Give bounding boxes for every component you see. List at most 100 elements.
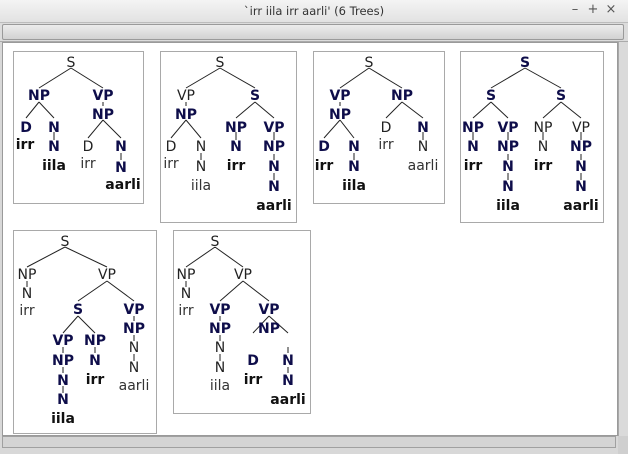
tree-node-label: N bbox=[129, 340, 139, 356]
tree-word: irr bbox=[378, 137, 393, 153]
tree-word: irr bbox=[80, 156, 95, 172]
toolbar-pane[interactable] bbox=[2, 24, 624, 40]
tree-node-label: N bbox=[348, 159, 360, 175]
tree-node-label: NP bbox=[329, 107, 351, 123]
tree-node-label: N bbox=[181, 286, 191, 302]
tree-node-label: N bbox=[22, 286, 32, 302]
tree-node-label: S bbox=[365, 55, 374, 71]
tree-node-label: N bbox=[502, 159, 514, 175]
tree-frame bbox=[173, 230, 311, 414]
tree-word: irr bbox=[315, 158, 334, 174]
tree-node-label: VP bbox=[98, 267, 116, 283]
tree-node-label: NP bbox=[258, 321, 280, 337]
tree-node-label: NP bbox=[391, 88, 413, 104]
tree-word: irr bbox=[86, 372, 105, 388]
close-button[interactable]: × bbox=[605, 2, 617, 17]
horizontal-scrollbar[interactable] bbox=[2, 436, 616, 448]
tree-node-label: NP bbox=[534, 120, 553, 136]
tree-node-label: NP bbox=[92, 107, 114, 123]
tree-node-label: NP bbox=[225, 120, 247, 136]
tree-node-label: N bbox=[575, 159, 587, 175]
tree-node-label: D bbox=[166, 139, 177, 155]
tree-node-label: N bbox=[502, 179, 514, 195]
tree-node-label: N bbox=[196, 139, 206, 155]
tree-node-label: N bbox=[282, 373, 294, 389]
tree-node-label: N bbox=[467, 139, 479, 155]
tree-word: aarli bbox=[105, 177, 140, 193]
tree-node-label: NP bbox=[497, 139, 519, 155]
tree-node-label: VP bbox=[92, 88, 113, 104]
tree-node-label: N bbox=[48, 139, 60, 155]
tree-node-label: S bbox=[250, 88, 260, 104]
tree-node-label: N bbox=[115, 160, 127, 176]
tree-node-label: NP bbox=[28, 88, 50, 104]
tree-node-label: N bbox=[48, 120, 60, 136]
tree-node-label: VP bbox=[234, 267, 252, 283]
tree-word: iila bbox=[51, 411, 75, 427]
tree-word: iila bbox=[42, 158, 66, 174]
tree-node-label: N bbox=[417, 120, 429, 136]
title-bar: `irr iila irr aarli' (6 Trees) – + × bbox=[0, 0, 628, 23]
vertical-scrollbar[interactable] bbox=[618, 42, 628, 436]
tree-node-label: N bbox=[215, 340, 225, 356]
tree-node-label: VP bbox=[123, 302, 144, 318]
tree-word: irr bbox=[464, 158, 483, 174]
tree-word: iila bbox=[191, 178, 211, 194]
tree-word: irr bbox=[178, 303, 193, 319]
tree-frame bbox=[13, 51, 144, 204]
tree-node-label: NP bbox=[263, 139, 285, 155]
tree-node-label: D bbox=[83, 139, 94, 155]
tree-node-label: S bbox=[67, 55, 76, 71]
tree-word: aarli bbox=[256, 198, 291, 214]
tree-node-label: N bbox=[57, 373, 69, 389]
tree-word: iila bbox=[496, 198, 520, 214]
tree-node-label: N bbox=[268, 159, 280, 175]
tree-node-label: VP bbox=[52, 333, 73, 349]
maximize-button[interactable]: + bbox=[587, 2, 599, 17]
tree-word: aarli bbox=[119, 378, 150, 394]
tree-node-label: VP bbox=[497, 120, 518, 136]
tree-frame bbox=[13, 230, 157, 434]
tree-node-label: S bbox=[211, 234, 220, 250]
tree-node-label: S bbox=[61, 234, 70, 250]
tree-node-label: D bbox=[20, 120, 32, 136]
tree-node-label: VP bbox=[329, 88, 350, 104]
tree-node-label: S bbox=[216, 55, 225, 71]
tree-word: irr bbox=[244, 372, 263, 388]
tree-node-label: N bbox=[89, 353, 101, 369]
tree-node-label: N bbox=[129, 360, 139, 376]
tree-node-label: VP bbox=[177, 88, 195, 104]
tree-node-label: NP bbox=[84, 333, 106, 349]
tree-node-label: VP bbox=[258, 302, 279, 318]
tree-word: iila bbox=[210, 378, 230, 394]
tree-word: irr bbox=[163, 156, 178, 172]
tree-node-label: N bbox=[538, 139, 548, 155]
tree-node-label: N bbox=[115, 139, 127, 155]
tree-word: irr bbox=[16, 137, 35, 153]
tree-node-label: N bbox=[418, 139, 428, 155]
tree-node-label: D bbox=[247, 353, 259, 369]
tree-node-label: N bbox=[230, 139, 242, 155]
tree-word: irr bbox=[534, 158, 553, 174]
tree-node-label: N bbox=[348, 139, 360, 155]
tree-word: iila bbox=[342, 178, 366, 194]
tree-node-label: S bbox=[556, 88, 566, 104]
tree-node-label: N bbox=[575, 179, 587, 195]
tree-node-label: NP bbox=[18, 267, 37, 283]
window-title: `irr iila irr aarli' (6 Trees) bbox=[243, 4, 385, 18]
minimize-button[interactable]: – bbox=[571, 2, 579, 17]
tree-node-label: N bbox=[282, 353, 294, 369]
tree-node-label: D bbox=[318, 139, 330, 155]
tree-node-label: VP bbox=[209, 302, 230, 318]
tree-word: aarli bbox=[408, 158, 439, 174]
tree-node-label: NP bbox=[175, 107, 197, 123]
tree-node-label: NP bbox=[123, 321, 145, 337]
